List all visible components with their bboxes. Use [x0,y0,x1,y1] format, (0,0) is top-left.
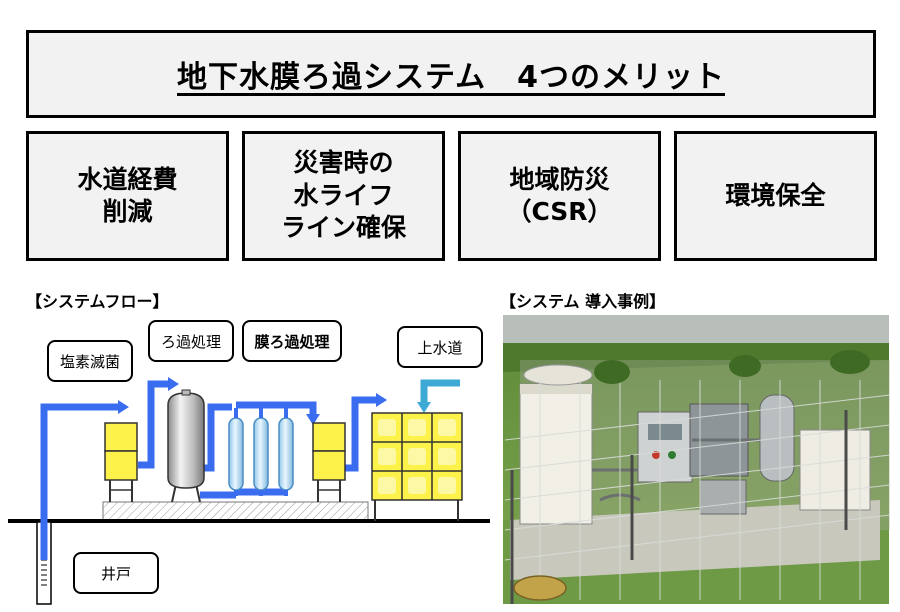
membrane-modules [228,408,294,496]
city-water-pipe [420,379,460,402]
label-membrane: 膜ろ過処理 [242,320,342,362]
filter-vessel [167,389,205,503]
label-chlorine-text: 塩素滅菌 [60,353,120,371]
merit-label: 地域防災 （CSR） [506,164,613,227]
equipment-base [102,501,369,521]
title-box: 地下水膜ろ過システム 4つのメリット [26,30,876,118]
chlorine-tank [104,422,138,502]
merit-environment: 環境保全 [674,131,877,261]
label-city-water: 上水道 [397,326,483,368]
label-filtration: ろ過処理 [148,320,234,362]
merit-cost-reduction: 水道経費 削減 [26,131,229,261]
city-water-arrow [417,402,431,413]
label-well: 井戸 [73,552,159,594]
water-storage-tank [371,412,463,521]
page-title: 地下水膜ろ過システム 4つのメリット [177,60,725,95]
water-pipes [40,380,376,560]
example-section-title: 【システム 導入事例】 [500,292,666,311]
merit-label: 水道経費 削減 [77,164,178,227]
treated-water-tank [312,422,346,502]
label-chlorine: 塩素滅菌 [47,340,133,382]
label-membrane-text: 膜ろ過処理 [254,333,329,351]
merit-label: 環境保全 [725,180,826,210]
label-filtration-text: ろ過処理 [161,333,221,351]
label-well-text: 井戸 [101,565,131,583]
flow-section-title: 【システムフロー】 [26,292,169,311]
label-city-water-text: 上水道 [417,339,462,357]
flow-arrows [118,377,387,425]
installation-photo [503,315,891,604]
merit-community-disaster-csr: 地域防災 （CSR） [458,131,661,261]
merit-disaster-lifeline: 災害時の 水ライフ ライン確保 [242,131,445,261]
merit-label: 災害時の 水ライフ ライン確保 [280,148,406,243]
